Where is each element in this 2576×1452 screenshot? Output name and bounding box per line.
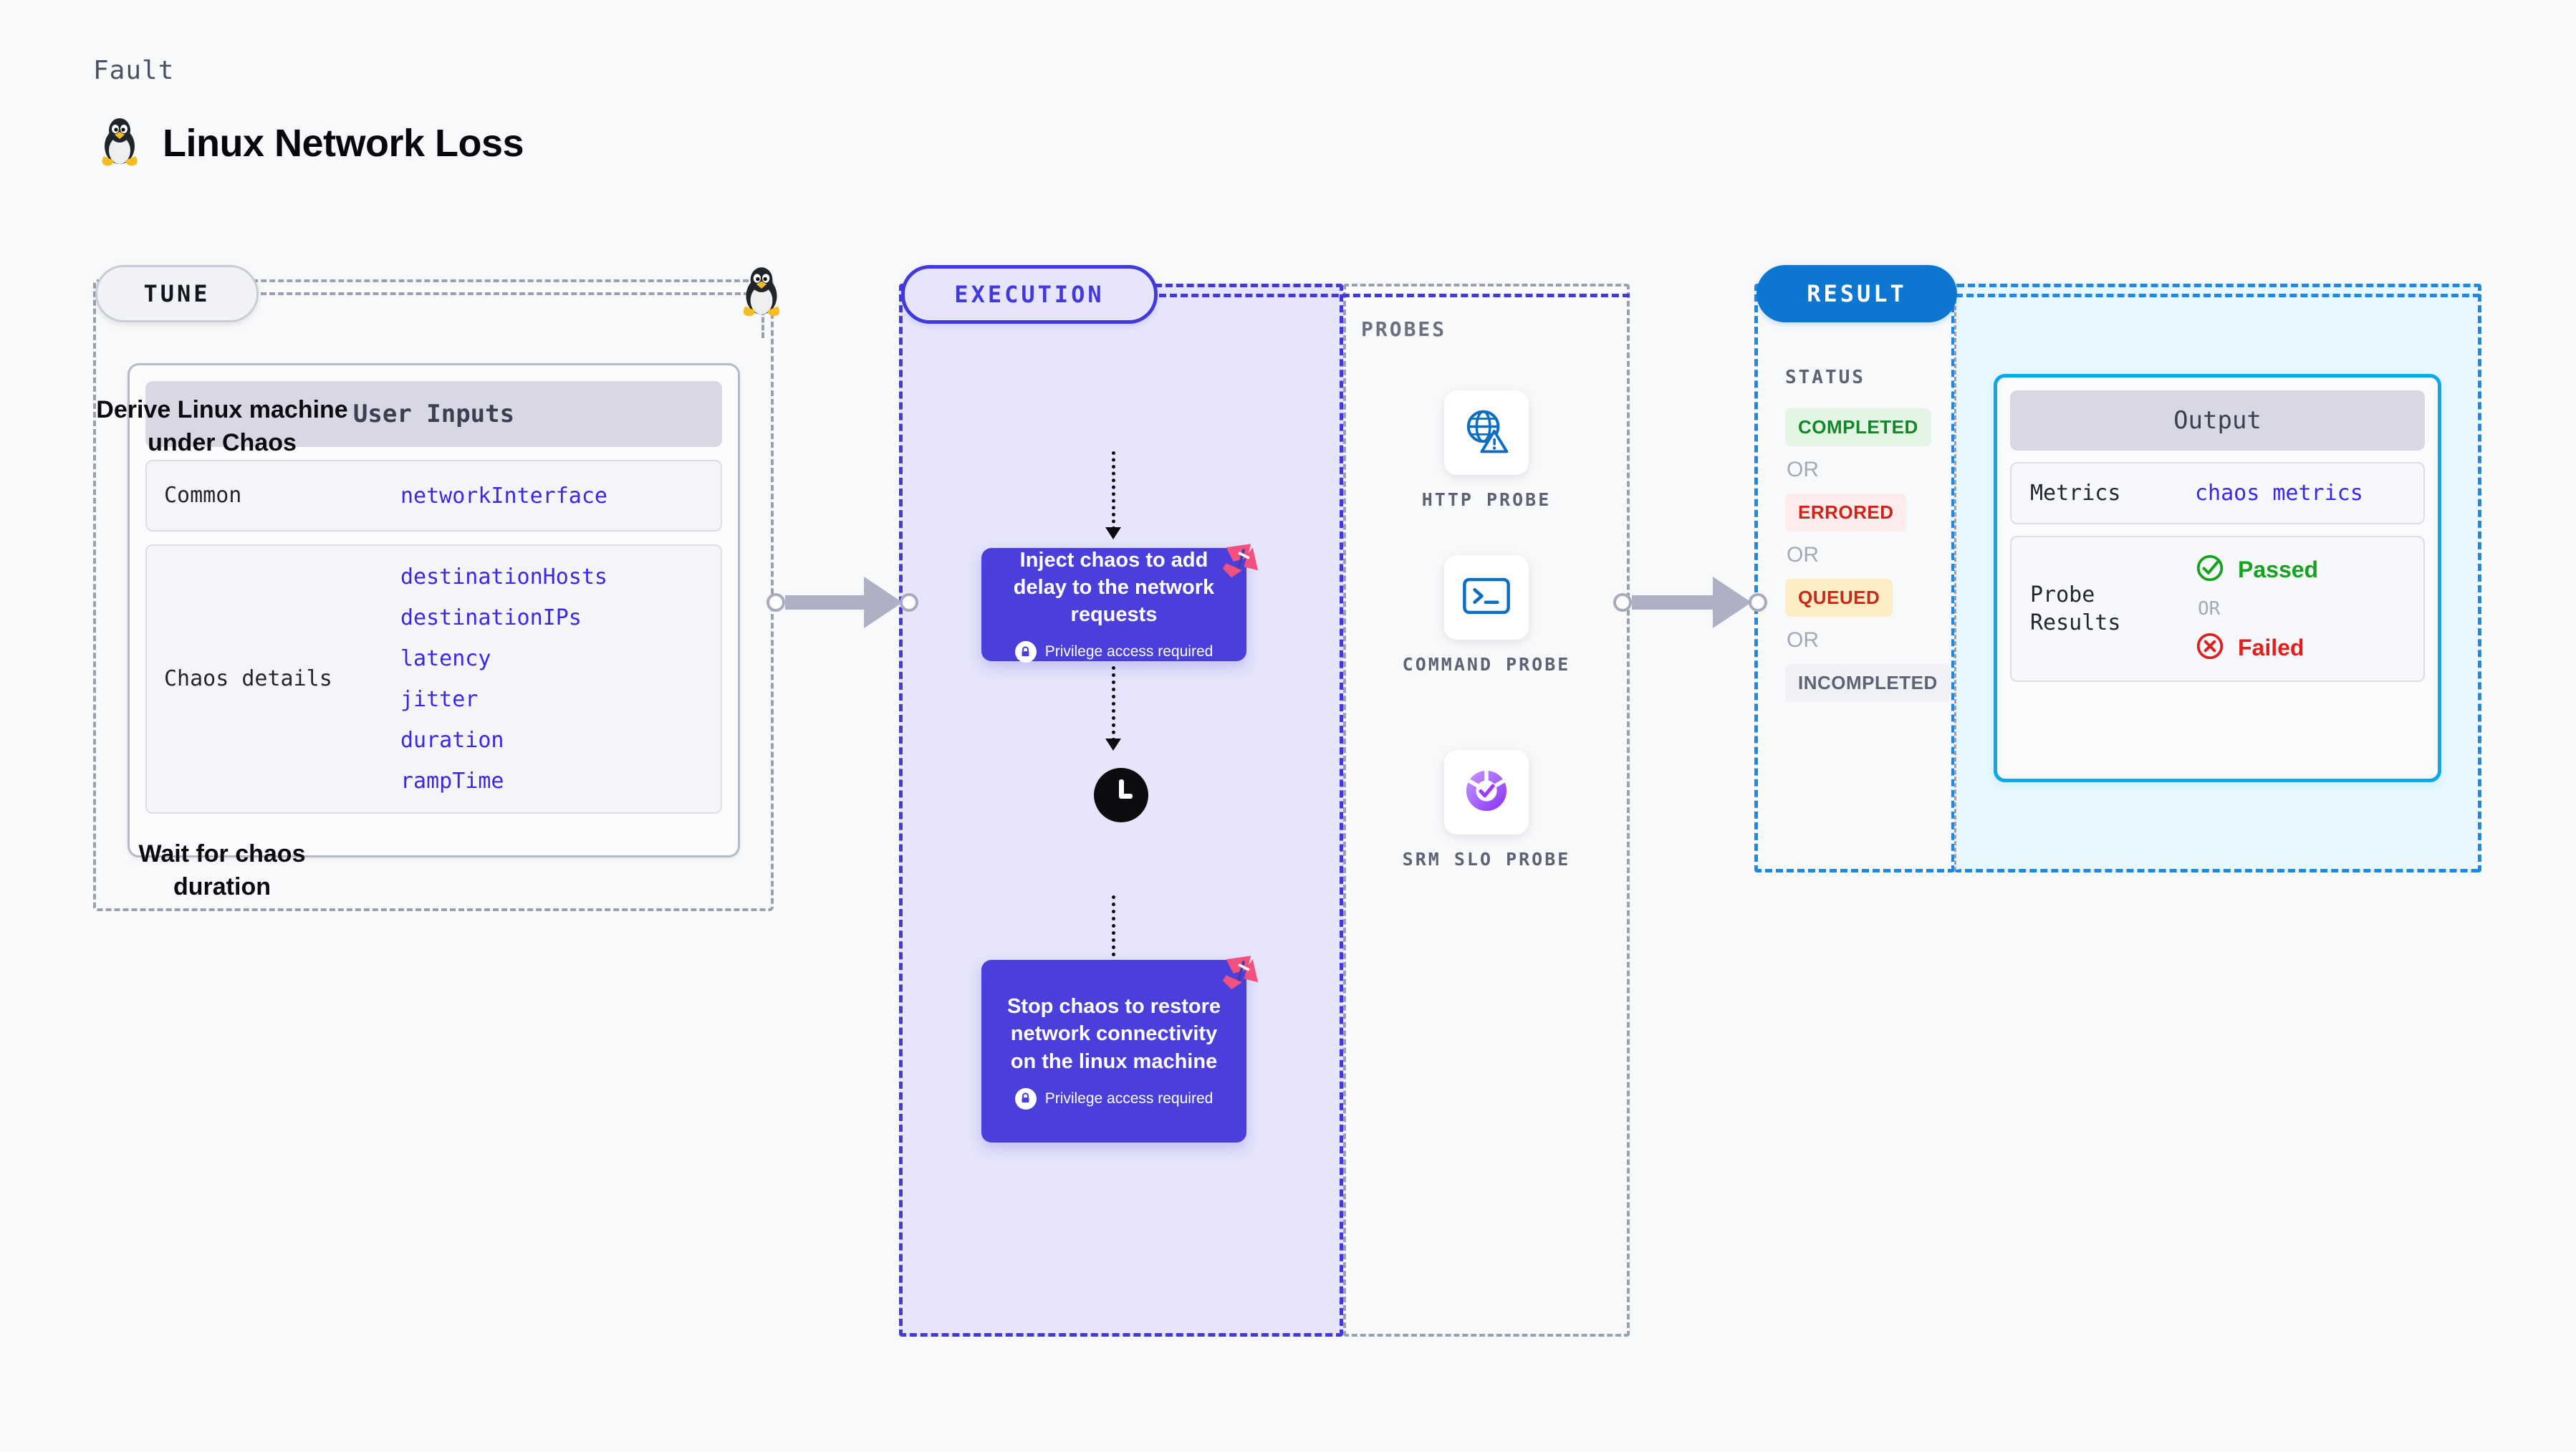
lock-icon (1014, 641, 1037, 663)
execution-arrow-3 (1112, 895, 1115, 978)
tune-row-common: Common networkInterface (145, 460, 722, 532)
status-or-label: OR (1787, 543, 1819, 567)
execution-arrowhead-2-icon (1105, 739, 1121, 751)
output-row-key: Metrics (2030, 481, 2121, 506)
tune-param-destinationhosts[interactable]: destinationHosts (400, 564, 607, 590)
execution-arrow-2 (1112, 666, 1115, 741)
user-inputs-card: User Inputs Common networkInterface Chao… (128, 363, 740, 857)
harness-chaos-icon (1212, 532, 1265, 585)
linux-penguin-icon (97, 115, 143, 171)
status-badge-errored: ERRORED (1785, 494, 1907, 532)
probe-passed-label: Passed (2238, 557, 2319, 582)
connector-start-dot (1613, 593, 1632, 612)
probe-tile[interactable] (1444, 555, 1529, 640)
x-circle-icon (2195, 631, 2225, 665)
fault-title-row: Linux Network Loss (97, 115, 524, 171)
clock-icon (1094, 768, 1148, 822)
chaos-box-title: Inject chaos to add delay to the network… (1013, 548, 1215, 627)
status-or-label: OR (1787, 458, 1819, 481)
user-inputs-title: User Inputs (145, 381, 722, 447)
status-list: COMPLETED OR ERRORED OR QUEUED OR INCOMP… (1785, 408, 1951, 702)
connector-probes-to-result (1613, 577, 1767, 628)
chaos-box-privilege-text: Privilege access required (1044, 643, 1213, 660)
output-row-metrics: Metrics chaos metrics (2010, 462, 2425, 524)
globe-warning-icon (1461, 406, 1512, 460)
connector-shaft (1632, 595, 1713, 610)
connector-start-dot (766, 593, 785, 612)
linux-penguin-marker-icon (738, 264, 785, 322)
probe-label: HTTP PROBE (1421, 489, 1552, 510)
tune-header-line (261, 292, 749, 295)
execution-chaos-box-stop[interactable]: Stop chaos to restore network connectivi… (981, 960, 1246, 1143)
probe-label: COMMAND PROBE (1402, 654, 1571, 675)
status-badge-queued: QUEUED (1785, 579, 1893, 617)
status-caption: STATUS (1785, 367, 1865, 388)
tune-row-key: Chaos details (164, 665, 332, 691)
output-metrics-value[interactable]: chaos metrics (2195, 481, 2363, 506)
page-title: Linux Network Loss (163, 121, 524, 165)
probe-result-failed: Failed (2195, 631, 2318, 665)
tune-param-jitter[interactable]: jitter (400, 687, 479, 712)
execution-arrow-1 (1112, 451, 1115, 530)
probe-command[interactable]: COMMAND PROBE (1343, 555, 1630, 677)
probe-label: SRM SLO PROBE (1402, 849, 1571, 870)
tune-pill[interactable]: TUNE (95, 265, 259, 322)
tune-param-latency[interactable]: latency (400, 646, 491, 671)
connector-arrowhead-icon (1713, 577, 1751, 628)
probe-failed-label: Failed (2238, 635, 2305, 660)
harness-chaos-icon (1212, 943, 1265, 996)
tune-row-values: networkInterface (400, 484, 607, 509)
status-or-label: OR (1787, 628, 1819, 652)
probes-caption: PROBES (1361, 317, 1447, 341)
probe-result-passed: Passed (2195, 553, 2318, 587)
connector-arrowhead-icon (864, 577, 903, 628)
lock-icon (1014, 1087, 1037, 1110)
tune-row-values: destinationHosts destinationIPs latency … (400, 564, 607, 794)
connector-end-dot (1749, 593, 1767, 612)
probe-tile[interactable] (1444, 750, 1529, 835)
tune-param-duration[interactable]: duration (400, 728, 504, 753)
probe-result-values: Passed OR Failed (2195, 553, 2318, 665)
connector-shaft (785, 595, 864, 610)
fault-kicker: Fault (93, 56, 175, 85)
execution-pill[interactable]: EXECUTION (901, 265, 1158, 324)
status-badge-completed: COMPLETED (1785, 408, 1931, 446)
execution-arrowhead-1-icon (1105, 527, 1121, 539)
tune-param-networkinterface[interactable]: networkInterface (400, 483, 607, 509)
tune-penguin-connector (761, 309, 764, 338)
chaos-box-privilege-note: Privilege access required (1014, 641, 1213, 663)
status-badge-incompleted: INCOMPLETED (1785, 664, 1951, 702)
result-pill[interactable]: RESULT (1756, 265, 1957, 322)
output-card-title: Output (2010, 390, 2425, 451)
tune-param-ramptime[interactable]: rampTime (400, 769, 504, 794)
execution-chaos-box-inject[interactable]: Inject chaos to add delay to the network… (981, 548, 1246, 663)
result-header-line (1956, 294, 2480, 297)
chaos-box-privilege-note: Privilege access required (1014, 1087, 1213, 1110)
connector-end-dot (900, 593, 918, 612)
connector-tune-to-execution (766, 577, 918, 628)
tune-row-key: Common (164, 482, 242, 508)
terminal-icon (1461, 575, 1512, 620)
check-circle-icon (2195, 553, 2225, 587)
chaos-box-title: Stop chaos to restore network connectivi… (1006, 995, 1221, 1073)
chaos-box-privilege-text: Privilege access required (1044, 1090, 1213, 1107)
tune-param-destinationips[interactable]: destinationIPs (400, 605, 582, 630)
srm-slo-icon (1461, 765, 1512, 820)
tune-row-chaos-details: Chaos details destinationHosts destinati… (145, 544, 722, 814)
execution-header-line (1159, 294, 1630, 297)
probe-result-or-label: OR (2198, 598, 2221, 620)
probe-tile[interactable] (1444, 390, 1529, 475)
probe-srm-slo[interactable]: SRM SLO PROBE (1343, 750, 1630, 872)
probe-http[interactable]: HTTP PROBE (1343, 390, 1630, 512)
